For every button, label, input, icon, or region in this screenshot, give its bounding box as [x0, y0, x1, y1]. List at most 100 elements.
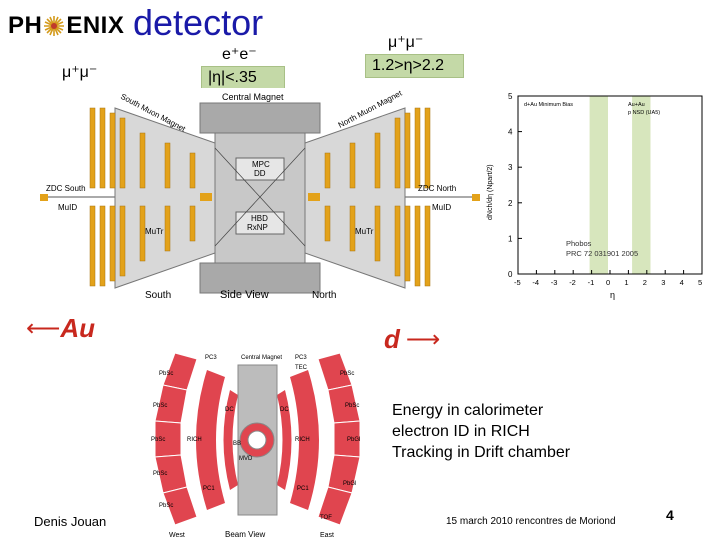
bv-left-label-3: PbSc	[151, 437, 165, 443]
bv-right-label-4: PbGl	[347, 437, 360, 443]
bv-left-label-1: PbSc	[159, 371, 173, 377]
west-label: West	[169, 532, 185, 539]
side-view-diagram: South Muon Magnet North Muon Magnet Cent…	[40, 88, 480, 303]
beam-view-caption: Beam View	[225, 530, 266, 539]
west-dc-shape	[223, 390, 238, 490]
footer-author: Denis Jouan	[34, 514, 107, 529]
bbc-south-shape	[200, 193, 212, 201]
bv-left-label-8: DC	[225, 407, 234, 413]
x-tick-label: -3	[551, 278, 558, 287]
zdc-south-shape	[40, 194, 48, 201]
mumu-right-label: μ⁺μ⁻	[388, 34, 424, 51]
bv-center-label-0: BB	[233, 441, 241, 447]
bv-right-label-3: PbSc	[345, 403, 359, 409]
bv-left-label-4: PbSc	[153, 471, 167, 477]
ee-label: e⁺e⁻	[222, 46, 257, 63]
central-magnet-label: Central Magnet	[222, 92, 284, 102]
y-tick-label: 1	[508, 234, 513, 243]
sunburst-icon	[44, 16, 65, 36]
eta-forward-band	[632, 96, 651, 274]
zdc-north-label: ZDC North	[418, 184, 456, 193]
slide-title: detector	[133, 2, 264, 43]
legend-entry: p NSD (UA5)	[628, 110, 660, 116]
phenix-logo: PH ENIX	[8, 12, 124, 40]
bv-right-label-5: PbGl	[343, 481, 356, 487]
note-item: Tracking in Drift chamber	[392, 444, 571, 461]
x-tick-label: 3	[661, 278, 665, 287]
dd-label: DD	[254, 169, 266, 178]
y-tick-label: 5	[508, 92, 513, 101]
zdc-south-label: ZDC South	[46, 184, 86, 193]
d-beam: d ⟶	[384, 324, 440, 355]
bv-right-label-9: TOF	[320, 515, 332, 521]
bv-left-label-0: PC3	[205, 355, 217, 361]
muid-left-label: MuID	[58, 203, 77, 212]
x-tick-label: -5	[514, 278, 521, 287]
plot-credit: Phobos	[566, 239, 592, 248]
east-dc-shape	[277, 390, 292, 490]
x-tick-label: 1	[624, 278, 628, 287]
plot-credit: PRC 72 031901 2005	[566, 249, 638, 258]
au-beam: ⟵ Au	[26, 313, 95, 344]
y-tick-label: 0	[508, 270, 513, 279]
hbd-label: HBD	[251, 214, 268, 223]
bv-right-label-1: TEC	[295, 365, 308, 371]
muid-right-label: MuID	[432, 203, 451, 212]
central-magnet-bottom	[199, 262, 321, 294]
footer-event: 15 march 2010 rencontres de Moriond	[446, 516, 616, 527]
bv-center-label-1: MVD	[239, 456, 253, 462]
bv-right-label-6: DC	[280, 407, 289, 413]
legend-entry: d+Au Minimum Bias	[524, 102, 573, 108]
mutr-right-label: MuTr	[355, 227, 374, 236]
y-axis-label: dNch/dη (Npart/2)	[487, 164, 494, 220]
mumu-left-label: μ⁺μ⁻	[62, 64, 98, 81]
y-tick-label: 4	[508, 128, 513, 137]
south-muid-planes	[89, 107, 196, 287]
page-number: 4	[666, 507, 674, 523]
note-item: Energy in calorimeter	[392, 402, 544, 419]
beam-view-central-magnet-label: Central Magnet	[241, 355, 282, 361]
x-tick-label: 5	[698, 278, 702, 287]
north-label: North	[312, 290, 336, 301]
zdc-north-shape	[472, 194, 480, 201]
mpc-label: MPC	[252, 160, 270, 169]
note-item: electron ID in RICH	[392, 423, 530, 440]
north-muid-planes	[324, 107, 431, 287]
right-arrow-icon: ⟶	[405, 326, 441, 353]
bv-right-label-0: PC3	[295, 355, 307, 361]
d-label: d	[384, 324, 400, 354]
side-view-caption: Side View	[220, 289, 269, 301]
bv-right-label-2: PbSc	[340, 371, 354, 377]
central-arm-region	[214, 132, 306, 264]
y-tick-label: 2	[508, 199, 513, 208]
notes-list: Energy in calorimeter electron ID in RIC…	[392, 400, 570, 463]
bv-left-label-2: PbSc	[153, 403, 167, 409]
bv-right-label-7: RICH	[295, 437, 310, 443]
bv-left-label-7: RICH	[187, 437, 202, 443]
au-label: Au	[60, 313, 96, 343]
legend-entry: Au+Au	[628, 102, 645, 108]
east-label: East	[320, 532, 334, 539]
mpc-dd-box	[235, 157, 285, 181]
logo-text-right: ENIX	[66, 12, 125, 39]
beam-view-diagram: Central Magnet PC3 PbSc PbSc PbSc PbSc P…	[135, 345, 380, 540]
rxnp-label: RxNP	[247, 223, 268, 232]
eta-forward-box: 1.2>η>2.2	[365, 54, 464, 78]
bbc-north-shape	[308, 193, 320, 201]
x-tick-label: -1	[588, 278, 595, 287]
east-arm-calorimeter	[317, 352, 361, 526]
mutr-left-label: MuTr	[145, 227, 164, 236]
east-rich-shape	[290, 370, 319, 510]
bv-left-label-6: PC1	[203, 486, 215, 492]
bv-left-label-5: PbSc	[159, 503, 173, 509]
x-tick-label: -2	[569, 278, 576, 287]
x-axis-label: η	[610, 290, 615, 300]
west-arm-calorimeter	[154, 352, 198, 526]
x-tick-label: 2	[643, 278, 647, 287]
south-label: South	[145, 290, 171, 301]
y-tick-label: 3	[508, 163, 513, 172]
logo-text-left: PH	[8, 12, 43, 39]
bv-right-label-8: PC1	[297, 486, 309, 492]
central-magnet-top	[199, 102, 321, 134]
